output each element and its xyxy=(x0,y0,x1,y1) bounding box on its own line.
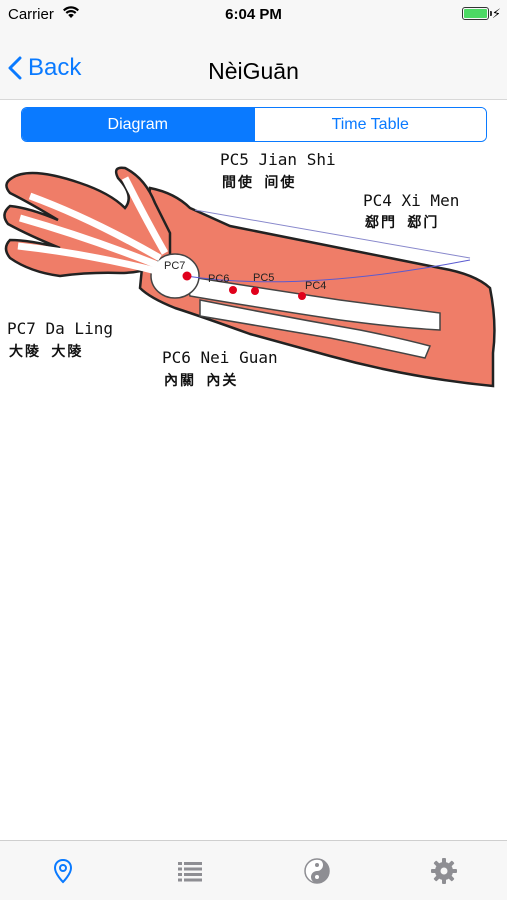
view-segmented-control: Diagram Time Table xyxy=(21,107,487,142)
forearm-illustration xyxy=(3,166,496,388)
tab-yin-yang[interactable] xyxy=(254,841,381,900)
yin-yang-icon xyxy=(304,857,330,884)
acupoint-diagram: PC5 Jian Shi 間使 间使 PC4 Xi Men 郄門 郄门 PC7 … xyxy=(0,148,507,410)
back-button-label: Back xyxy=(28,54,82,81)
point-pc5[interactable] xyxy=(251,287,259,295)
label-pc5-hanzi: 間使 间使 xyxy=(222,175,297,191)
label-pc4-name: PC4 Xi Men xyxy=(363,191,460,210)
battery-icon xyxy=(462,7,492,20)
label-pc7-hanzi: 大陵 大陵 xyxy=(9,344,84,360)
phalange-1 xyxy=(28,192,162,262)
point-label-pc5: PC5 xyxy=(253,272,275,284)
point-pc6[interactable] xyxy=(229,286,237,294)
point-pc4[interactable] xyxy=(298,292,306,300)
location-pin-icon xyxy=(54,858,73,883)
gear-icon xyxy=(430,857,457,884)
point-pc7[interactable] xyxy=(182,271,192,281)
list-icon xyxy=(178,861,203,881)
measure-ruler xyxy=(194,209,471,259)
label-pc7-name: PC7 Da Ling xyxy=(7,319,113,338)
segment-diagram[interactable]: Diagram xyxy=(22,108,254,141)
label-pc5-name: PC5 Jian Shi xyxy=(220,150,336,169)
label-pc4-hanzi: 郄門 郄门 xyxy=(365,215,440,231)
forearm-muscle xyxy=(138,186,496,388)
carpal-bones xyxy=(150,253,200,299)
chevron-left-icon xyxy=(8,56,22,80)
charging-bolt-icon: ⚡ xyxy=(491,6,501,21)
status-bar: Carrier 6:04 PM ⚡ xyxy=(0,0,507,28)
point-label-pc4: PC4 xyxy=(305,280,327,292)
label-pc6-name: PC6 Nei Guan xyxy=(162,348,278,367)
phalange-3 xyxy=(17,242,161,276)
thumb-bone xyxy=(121,176,169,255)
point-label-pc7: PC7 xyxy=(164,260,186,272)
back-button[interactable]: Back xyxy=(6,54,81,82)
phalange-2 xyxy=(19,214,162,270)
page-title: NèiGuān xyxy=(208,58,299,84)
radius-bone xyxy=(183,275,441,331)
point-label-pc6: PC6 xyxy=(208,273,230,285)
wifi-icon xyxy=(63,6,79,18)
status-time: 6:04 PM xyxy=(225,6,282,23)
carrier-label: Carrier xyxy=(8,6,54,23)
tab-location[interactable] xyxy=(0,841,127,900)
tab-settings[interactable] xyxy=(380,841,507,900)
tab-list[interactable] xyxy=(127,841,254,900)
meridian-line xyxy=(185,259,471,283)
segment-time-table[interactable]: Time Table xyxy=(253,108,486,141)
label-pc6-hanzi: 內關 內关 xyxy=(164,373,239,389)
ulna-bone xyxy=(199,299,432,359)
navigation-bar: Back NèiGuān xyxy=(0,28,507,100)
tab-bar xyxy=(0,840,507,900)
